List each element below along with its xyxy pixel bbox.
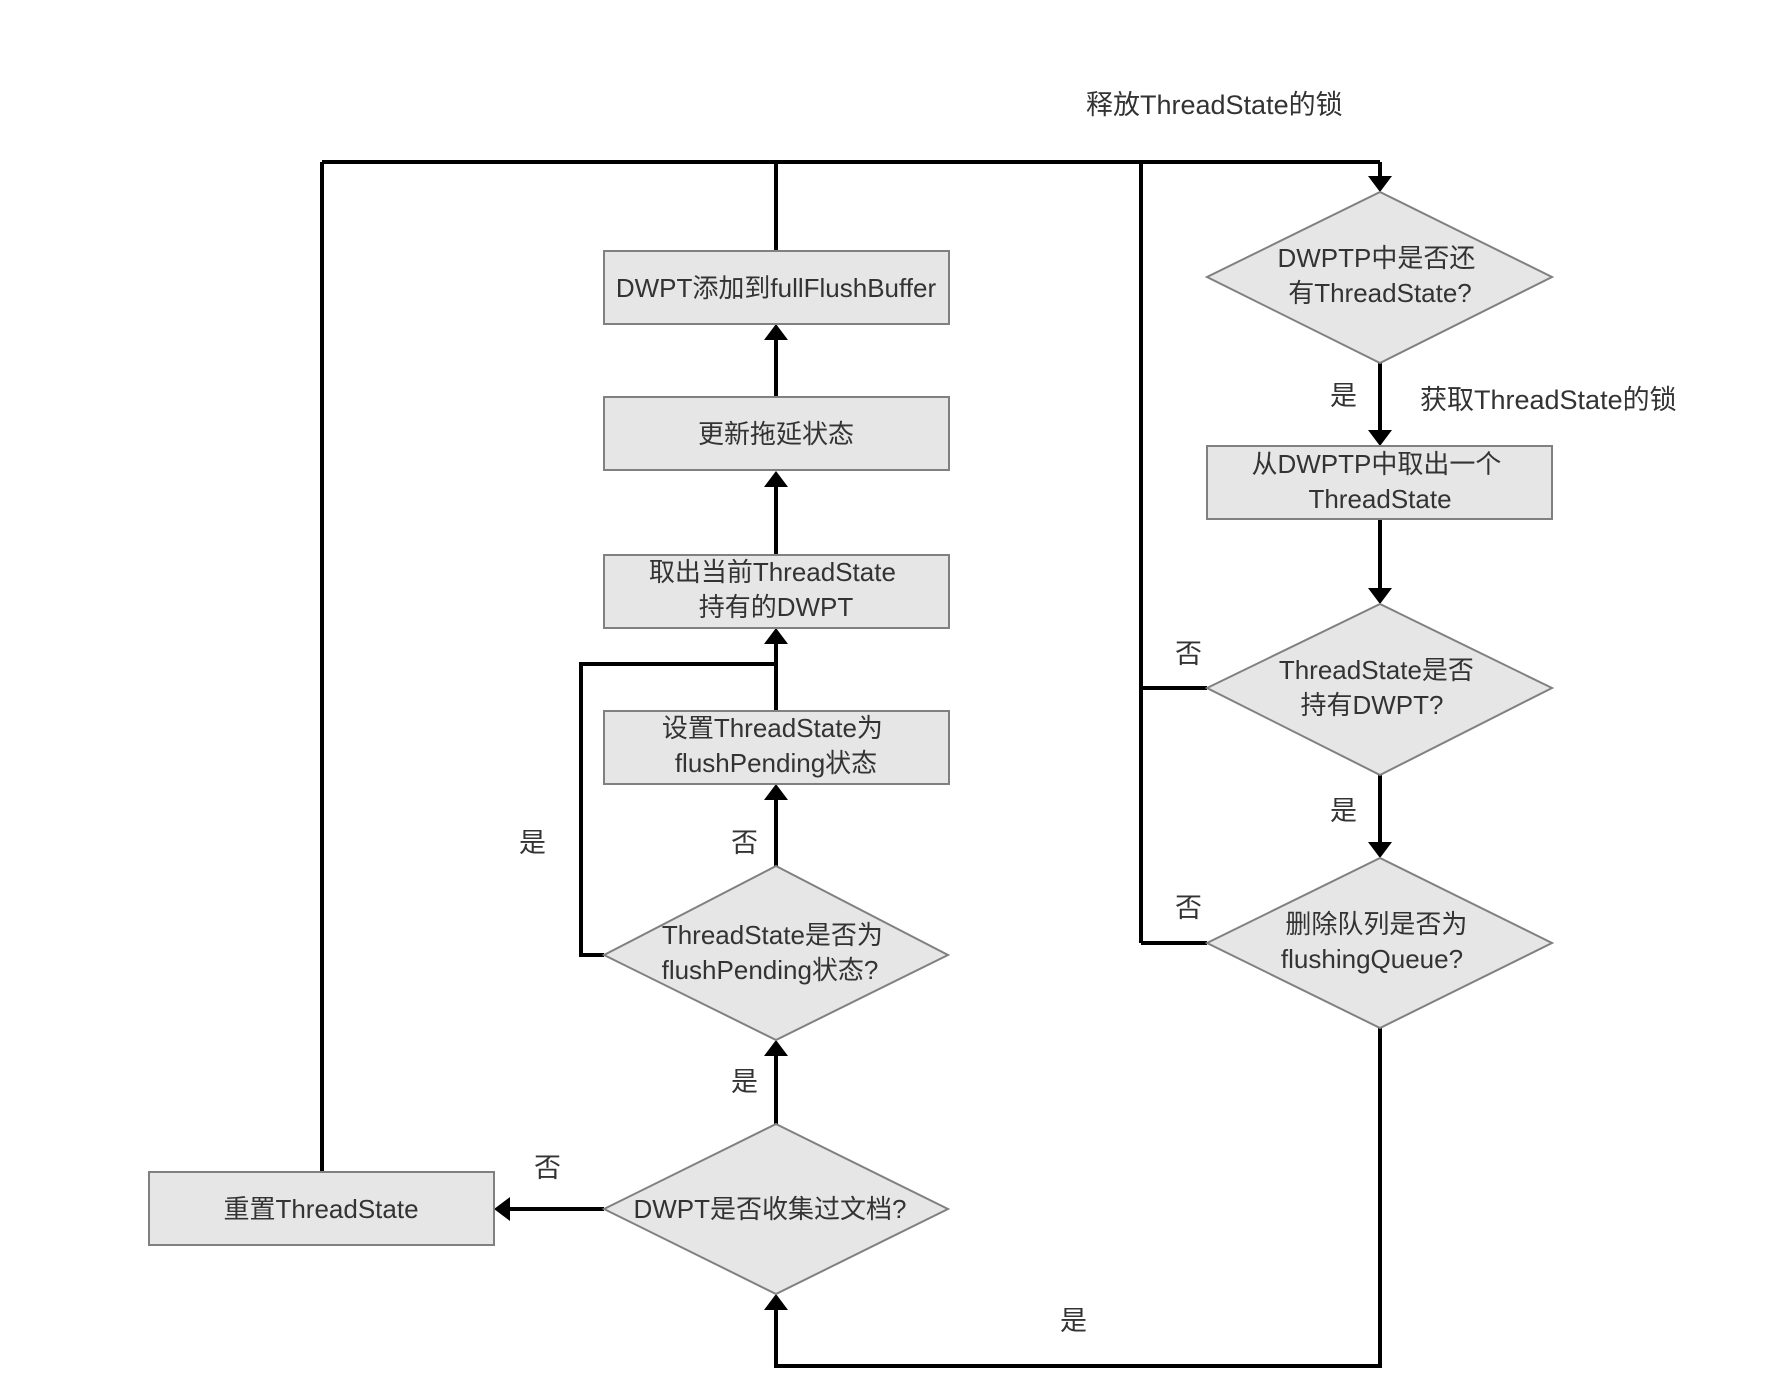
node-dwptp-has-thread-state: DWPTP中是否还 有ThreadState? bbox=[1204, 190, 1555, 365]
node-reset-thread-state: 重置ThreadState bbox=[148, 1171, 495, 1246]
svg-text:取出当前ThreadState 持有的DWPT: 取出当前ThreadState 持有的DWPT bbox=[649, 557, 903, 622]
svg-text:设置ThreadState为 flushPend: 设置ThreadState为 flushPending状态 bbox=[662, 713, 890, 778]
arrowhead bbox=[764, 471, 788, 487]
svg-text:更新拖延状态: 更新拖延状态 bbox=[698, 419, 854, 449]
node-take-from-dwptp: 从DWPTP中取出一个 ThreadState bbox=[1206, 445, 1553, 520]
arrowhead bbox=[1368, 588, 1392, 604]
arrowhead bbox=[764, 784, 788, 800]
arrowhead bbox=[764, 324, 788, 340]
edge-flush-pending-yes bbox=[579, 662, 776, 957]
svg-text:DWPT添加到fullFlushBuffer: DWPT添加到fullFlushBuffer bbox=[616, 273, 937, 303]
svg-text:从DWPTP中取出一个 ThreadState: 从DWPTP中取出一个 ThreadState bbox=[1251, 449, 1508, 514]
svg-text:DWPTP中是否还 有ThreadState?: DWPTP中是否还 有ThreadState? bbox=[1277, 243, 1482, 308]
label-yes-flush-pending: 是 bbox=[519, 828, 546, 858]
node-set-flush-pending: 设置ThreadState为 flushPending状态 bbox=[603, 710, 950, 785]
label-release-lock: 释放ThreadState的锁 bbox=[1086, 90, 1343, 120]
arrowhead bbox=[764, 1294, 788, 1310]
node-is-flush-pending: ThreadState是否为 flushPending状态? bbox=[601, 864, 951, 1042]
label-acquire-lock: 获取ThreadState的锁 bbox=[1420, 385, 1677, 415]
node-dwpt-collected-docs: DWPT是否收集过文档? bbox=[601, 1122, 951, 1296]
arrowhead bbox=[494, 1197, 510, 1221]
svg-text:删除队列是否为 flushingQueue?: 删除队列是否为 flushingQueue? bbox=[1281, 909, 1475, 974]
label-yes-thread-state-has-dwpt: 是 bbox=[1330, 796, 1357, 826]
label-yes-dwptp-has: 是 bbox=[1330, 381, 1357, 411]
label-yes-collected-docs: 是 bbox=[731, 1067, 758, 1097]
node-take-out-dwpt: 取出当前ThreadState 持有的DWPT bbox=[603, 554, 950, 629]
node-delete-queue-is-flushing: 删除队列是否为 flushingQueue? bbox=[1204, 856, 1555, 1030]
label-no-flush-pending: 否 bbox=[731, 828, 758, 858]
svg-text:ThreadState是否 持有DWPT?: ThreadState是否 持有DWPT? bbox=[1279, 655, 1481, 720]
arrowhead bbox=[1368, 842, 1392, 858]
label-no-delete-queue: 否 bbox=[1175, 893, 1202, 923]
label-no-thread-state-has-dwpt: 否 bbox=[1175, 639, 1202, 669]
arrowhead bbox=[764, 1040, 788, 1056]
svg-text:DWPT是否收集过文档?: DWPT是否收集过文档? bbox=[633, 1194, 906, 1224]
arrowhead bbox=[1368, 430, 1392, 446]
arrowhead bbox=[1368, 176, 1392, 192]
label-no-collected-docs: 否 bbox=[534, 1153, 561, 1183]
node-thread-state-has-dwpt: ThreadState是否 持有DWPT? bbox=[1204, 602, 1555, 777]
svg-text:重置ThreadState: 重置ThreadState bbox=[223, 1194, 418, 1224]
node-add-to-full-flush-buffer: DWPT添加到fullFlushBuffer bbox=[603, 250, 950, 325]
label-yes-delete-queue: 是 bbox=[1060, 1306, 1087, 1336]
node-update-stall-state: 更新拖延状态 bbox=[603, 396, 950, 471]
svg-text:ThreadState是否为 flushPend: ThreadState是否为 flushPending状态? bbox=[662, 920, 891, 985]
arrowhead bbox=[764, 628, 788, 644]
edge-delete-queue-yes bbox=[774, 1028, 1382, 1368]
